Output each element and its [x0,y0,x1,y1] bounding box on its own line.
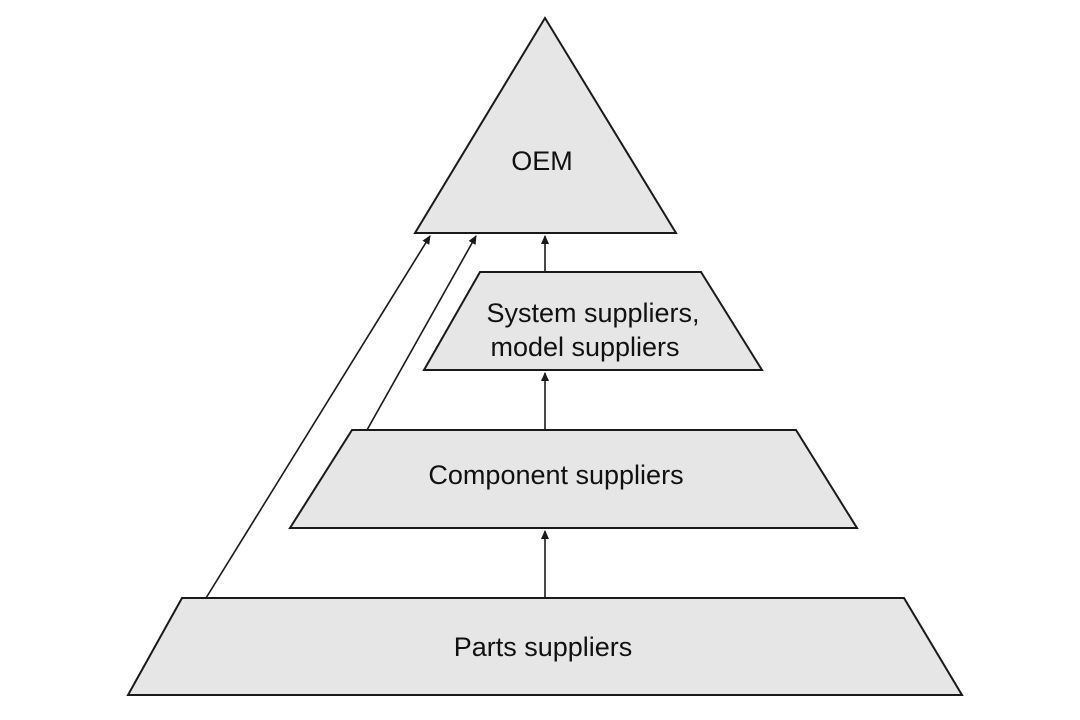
parts-suppliers-label: Parts suppliers [454,632,633,662]
system-suppliers-label-line1: System suppliers, [486,298,699,328]
oem-label: OEM [511,146,573,176]
arrow-component-to-oem [366,235,477,431]
arrow-parts-to-oem [205,235,431,599]
parts-suppliers-tier-shape [126,597,964,696]
system-suppliers-tier-shape [422,271,764,371]
system-suppliers-label-line2: model suppliers [490,332,679,362]
component-suppliers-tier-shape [288,429,859,529]
oem-tier-shape [413,16,678,234]
component-suppliers-label: Component suppliers [428,460,683,490]
